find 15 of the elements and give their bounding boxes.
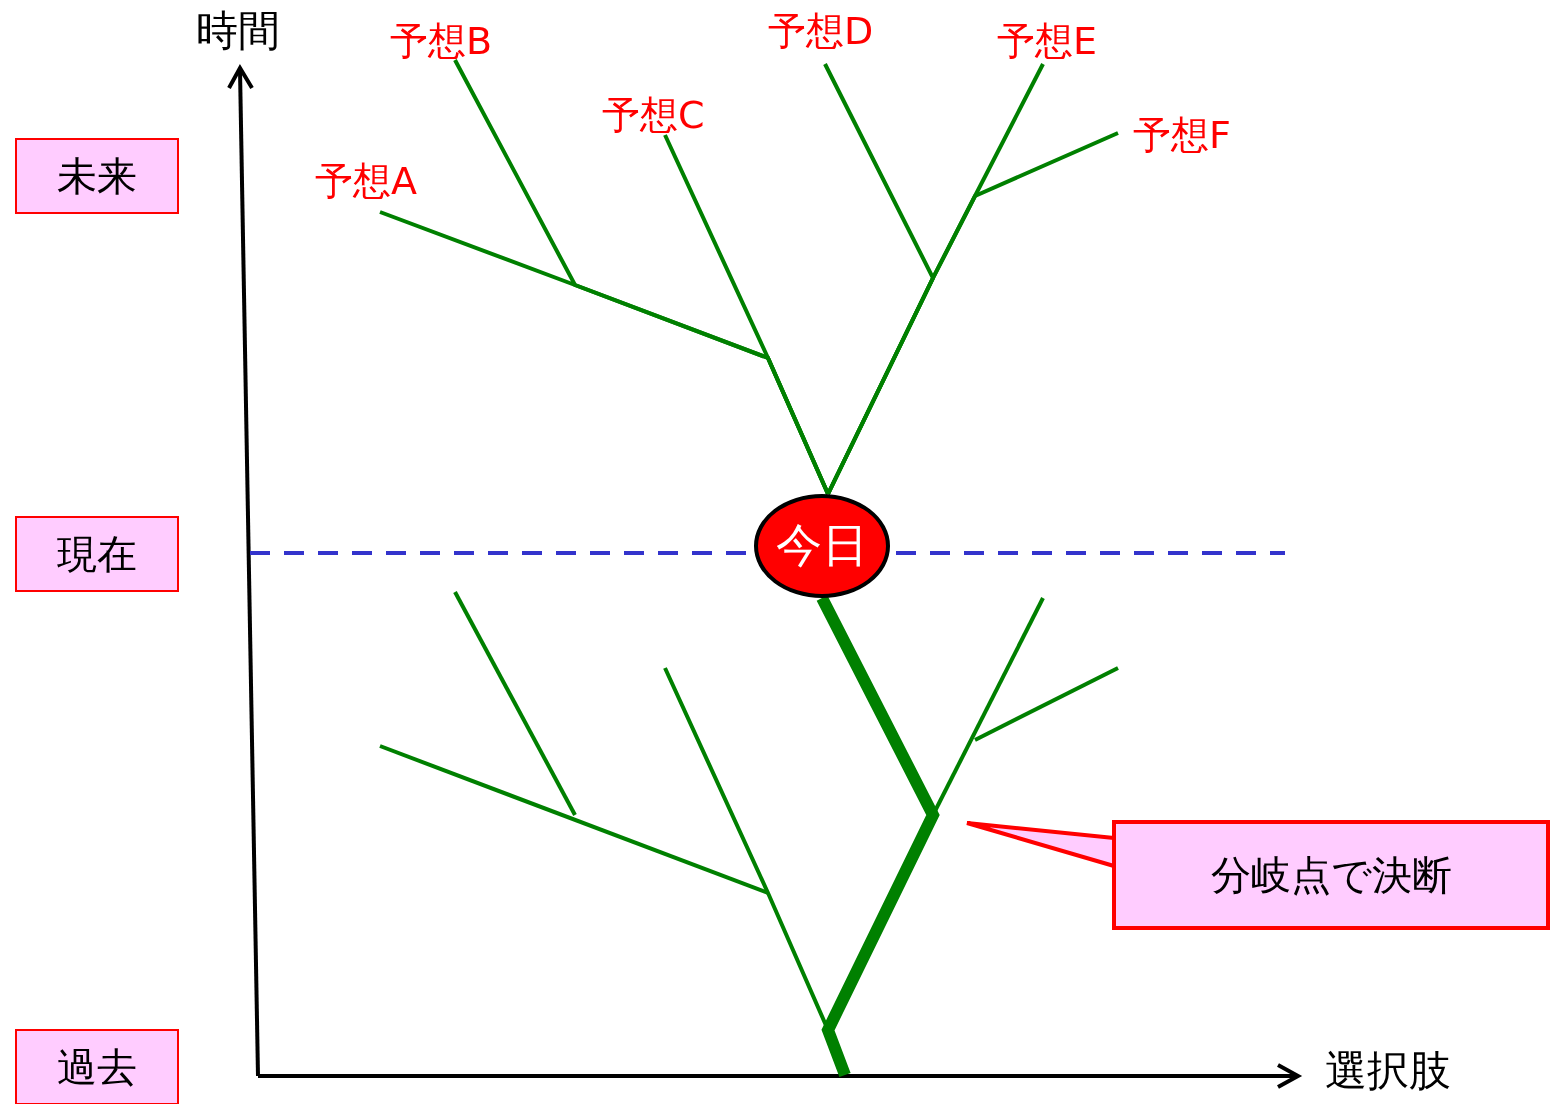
time-label-box: 過去 (15, 1029, 179, 1104)
forecast-label: 予想B (390, 22, 493, 60)
axis-label: 時間 (196, 10, 280, 52)
forecast-label: 予想A (315, 162, 417, 200)
branch-line (826, 131, 1119, 495)
axis-label: 選択肢 (1325, 1050, 1451, 1092)
callout-box: 分岐点で決断 (1112, 820, 1550, 930)
branch-line (663, 134, 830, 495)
forecast-label: 予想F (1133, 116, 1231, 154)
today-ellipse: 今日 (754, 494, 890, 598)
forecast-label: 予想D (768, 12, 874, 50)
forecast-label: 予想C (602, 96, 705, 134)
forecast-label: 予想E (997, 22, 1097, 60)
time-label-box: 未来 (15, 138, 179, 214)
time-label-box: 現在 (15, 516, 179, 592)
